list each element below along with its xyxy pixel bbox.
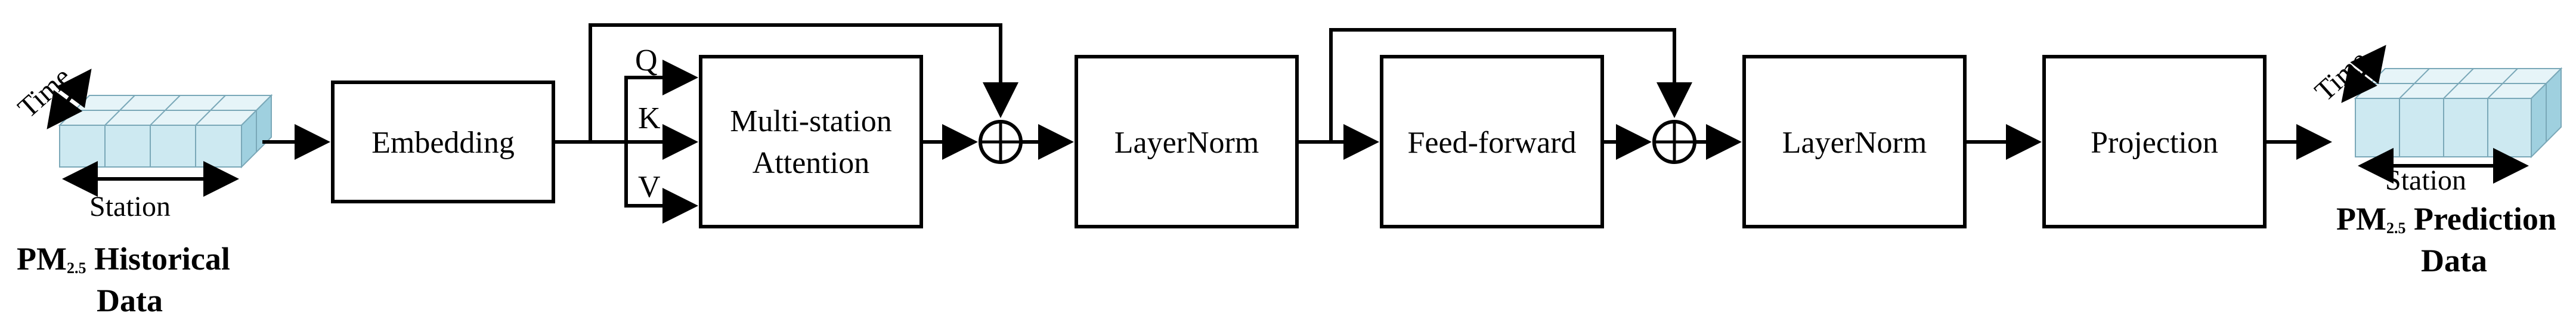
residual-connection-2 — [1329, 28, 1692, 142]
add-node-1 — [979, 120, 1023, 164]
layernorm-block-2 — [1742, 55, 1967, 228]
input-station-label: Station — [89, 191, 171, 222]
output-station-label: Station — [2385, 165, 2466, 196]
input-caption-line1: PM2.5 Historical — [17, 241, 230, 277]
attention-label-line2: Attention — [753, 146, 869, 180]
output-caption-line2: Data — [2421, 243, 2487, 279]
feed-forward-label: Feed-forward — [1408, 126, 1577, 160]
q-label: Q — [635, 44, 658, 78]
v-input-arrow — [624, 142, 698, 224]
input-caption-line2: Data — [97, 283, 163, 318]
embedding-block — [331, 81, 555, 203]
input-time-axis-arrow — [47, 69, 92, 129]
add-node-2 — [1652, 120, 1696, 164]
layernorm-block-1 — [1075, 55, 1299, 228]
layernorm-label-1: LayerNorm — [1114, 126, 1259, 160]
v-label: V — [638, 170, 661, 204]
input-data-cube — [58, 94, 273, 169]
embedding-label: Embedding — [371, 126, 515, 160]
q-input-arrow — [624, 60, 698, 142]
output-data-cube — [2354, 67, 2563, 159]
k-label: K — [638, 101, 661, 135]
layernorm-label-2: LayerNorm — [1782, 126, 1927, 160]
projection-label: Projection — [2091, 126, 2218, 160]
projection-block — [2042, 55, 2267, 228]
output-caption-line1: PM2.5 Prediction — [2336, 201, 2556, 237]
residual-connection-1 — [589, 23, 1018, 142]
feed-forward-block — [1380, 55, 1604, 228]
attention-label-line1: Multi-station — [730, 104, 892, 138]
output-time-axis-arrow — [2341, 45, 2386, 103]
multi-station-attention-block — [699, 55, 923, 228]
input-time-label: Time — [12, 61, 77, 124]
